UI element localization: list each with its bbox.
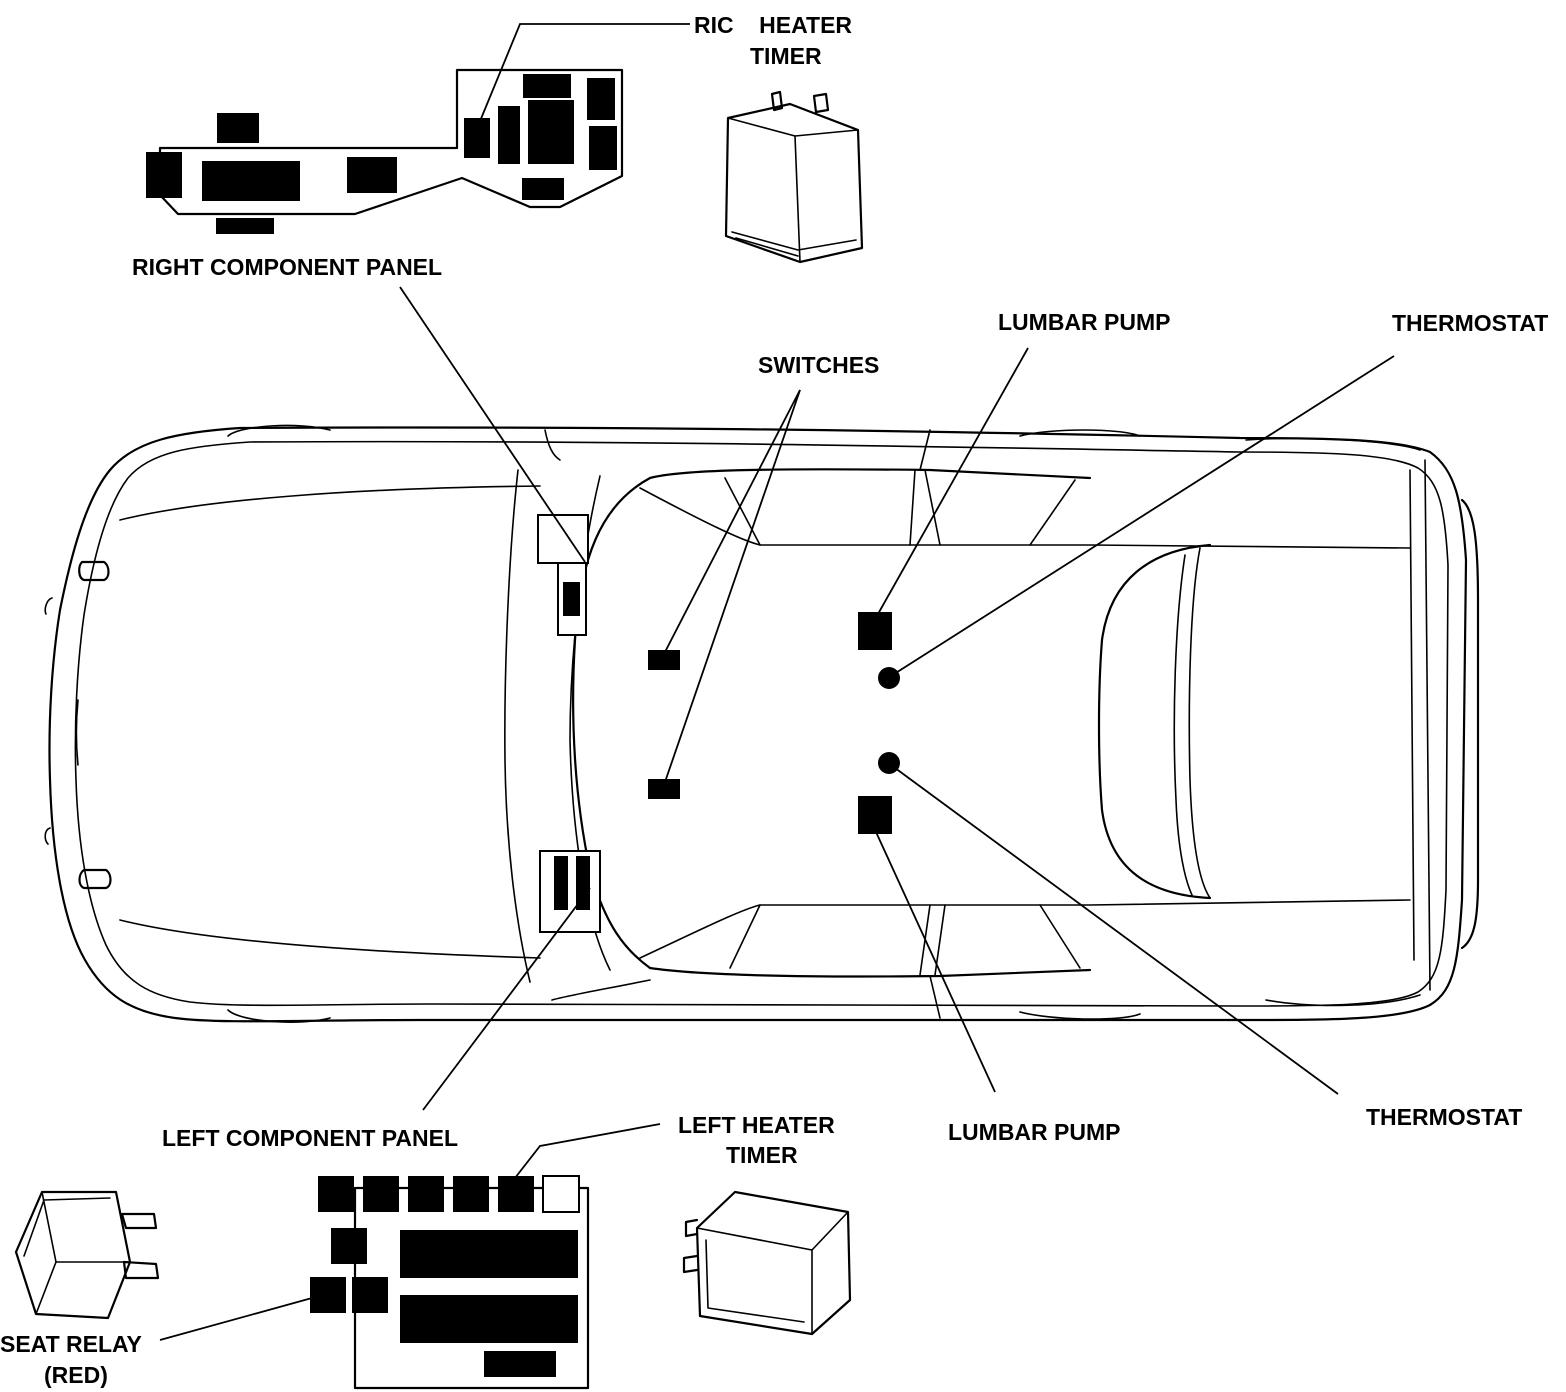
leader-seat-relay (159, 1297, 313, 1341)
left-component-panel-location (539, 850, 601, 933)
label-right-heater-timer-line2: TIMER (750, 43, 822, 69)
leader-lines (159, 23, 1395, 1341)
thermostat-right-seat (878, 667, 900, 689)
seat-relay-red (14, 1190, 160, 1320)
label-left-component-panel: LEFT COMPONENT PANEL (162, 1125, 458, 1151)
leader-thermostat-bottom (890, 764, 1339, 1095)
label-lumbar-pump-top: LUMBAR PUMP (998, 309, 1171, 335)
left-component-panel-detail (310, 1175, 590, 1390)
right-component-panel-detail (146, 68, 624, 234)
lumbar-pump-right-seat (858, 612, 892, 650)
leader-switches-lower (664, 389, 801, 783)
thermostat-left-seat (878, 752, 900, 774)
label-switches: SWITCHES (758, 352, 879, 378)
label-right-heater-timer-line1: RIC HEATER (694, 12, 852, 38)
leader-thermostat-top (890, 355, 1395, 677)
leader-left-heater-timer (514, 1123, 661, 1179)
label-seat-relay-line2: (RED) (44, 1362, 108, 1388)
right-component-panel-location (537, 514, 589, 636)
label-thermostat-top: THERMOSTAT (1392, 310, 1548, 336)
label-right-component-panel: RIGHT COMPONENT PANEL (132, 254, 442, 280)
car-top-view (44, 424, 1480, 1023)
label-seat-relay-line1: SEAT RELAY (0, 1331, 142, 1357)
leader-left-component-panel (422, 887, 591, 1111)
label-thermostat-bottom: THERMOSTAT (1366, 1104, 1522, 1130)
leader-right-heater-timer (477, 23, 690, 127)
right-heater-timer-relay (724, 90, 864, 264)
switch-right-seat (648, 650, 680, 670)
leader-switches-upper (664, 389, 801, 653)
label-left-heater-timer-line1: LEFT HEATER (678, 1112, 835, 1138)
left-heater-timer-relay (682, 1190, 852, 1336)
leader-lumbar-pump-bottom (875, 831, 996, 1093)
lumbar-pump-left-seat (858, 796, 892, 834)
switch-left-seat (648, 779, 680, 799)
label-left-heater-timer-line2: TIMER (726, 1142, 798, 1168)
label-lumbar-pump-bottom: LUMBAR PUMP (948, 1119, 1121, 1145)
leader-right-component-panel (399, 286, 586, 563)
leader-lumbar-pump-top (877, 347, 1029, 615)
labels: RIC HEATER TIMER RIGHT COMPONENT PANEL S… (0, 12, 1548, 1388)
